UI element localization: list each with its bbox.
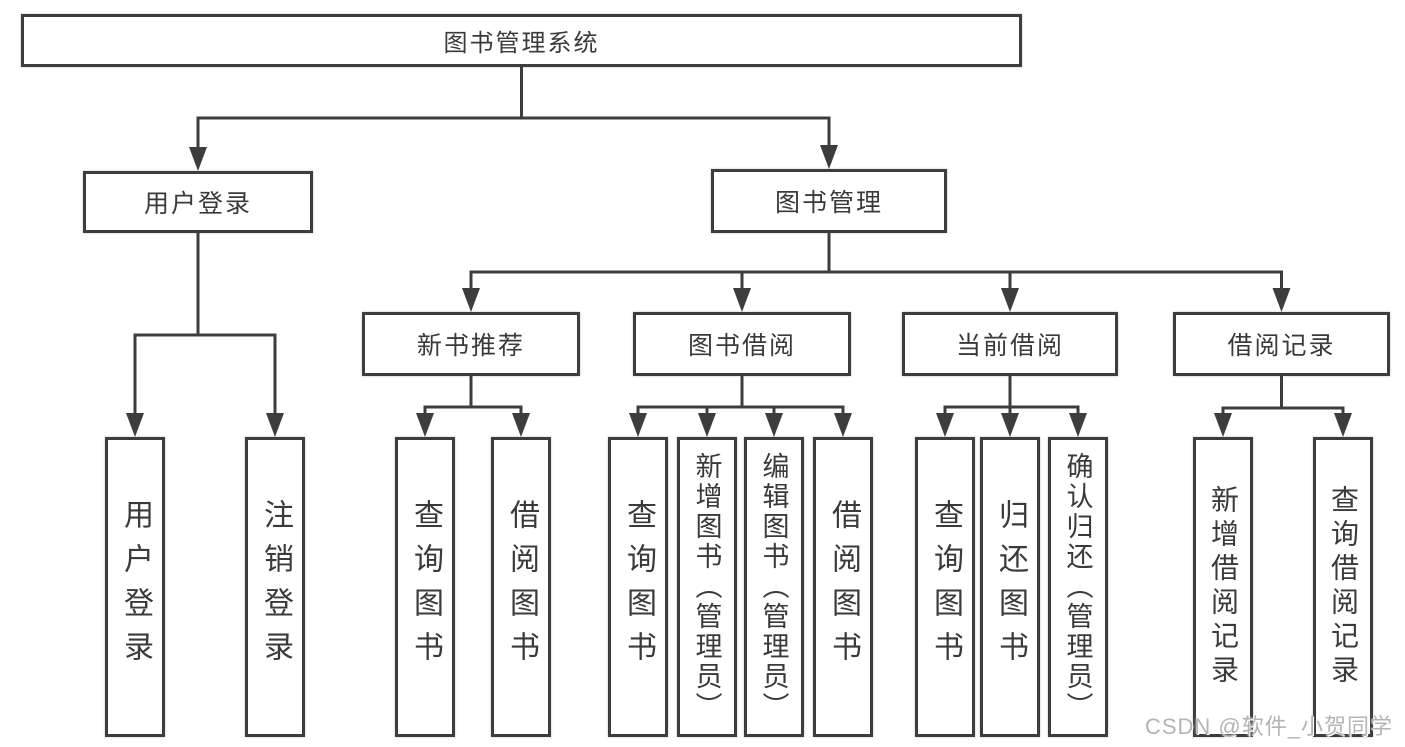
node-bb-borrow: 借阅图书 [813,437,873,737]
node-user-login: 用户登录 [83,171,313,233]
node-label-root: 图书管理系统 [443,30,600,57]
node-book-mgmt: 图书管理 [711,169,947,233]
watermark: CSDN @软件_小贺同学 [1144,714,1393,739]
node-label-nb-query: 查询图书 [409,499,442,675]
node-bb-add: 新增图书（管理员） [677,437,737,737]
arrowhead-icon [1001,413,1019,437]
arrowhead-icon [1069,413,1087,437]
node-label-cb-query: 查询图书 [929,499,962,675]
arrowhead-icon [512,413,530,437]
node-label-ul-logout: 注销登录 [259,499,292,675]
node-label-current-borrow: 当前借阅 [955,332,1064,360]
node-label-book-mgmt: 图书管理 [774,189,883,217]
arrowhead-icon [936,413,954,437]
node-root: 图书管理系统 [21,14,1022,67]
node-label-br-add: 新增借阅记录 [1208,485,1239,689]
node-br-add: 新增借阅记录 [1193,437,1253,737]
node-cb-return: 归还图书 [980,437,1040,737]
arrowhead-icon [629,413,647,437]
arrowhead-icon [266,413,284,437]
arrowhead-icon [698,413,716,437]
node-label-nb-borrow: 借阅图书 [505,499,538,675]
arrowhead-icon [126,413,144,437]
arrowhead-icon [462,288,480,312]
arrowhead-icon [765,413,783,437]
node-cb-confirm: 确认归还（管理员） [1048,437,1108,737]
arrowhead-icon [416,413,434,437]
node-label-new-book-rec: 新书推荐 [416,332,525,360]
arrowhead-icon [1334,413,1352,437]
arrowhead-icon [1001,288,1019,312]
node-label-br-query: 查询借阅记录 [1328,485,1359,689]
arrowhead-icon [820,145,838,169]
node-label-bb-add: 新增图书（管理员） [691,452,722,722]
arrowhead-icon [1214,413,1232,437]
node-bb-edit: 编辑图书（管理员） [744,437,804,737]
node-label-bb-borrow: 借阅图书 [827,499,860,675]
node-nb-query: 查询图书 [395,437,455,737]
arrowhead-icon [834,413,852,437]
node-label-user-login: 用户登录 [143,190,252,218]
node-book-borrow: 图书借阅 [633,312,851,376]
node-current-borrow: 当前借阅 [902,312,1118,376]
node-br-query: 查询借阅记录 [1313,437,1373,737]
node-label-cb-confirm: 确认归还（管理员） [1062,452,1093,722]
node-new-book-rec: 新书推荐 [362,312,580,376]
node-label-cb-return: 归还图书 [994,499,1027,675]
node-ul-logout: 注销登录 [245,437,305,737]
arrowhead-icon [1272,288,1291,312]
node-label-ul-login: 用户登录 [119,499,152,675]
node-cb-query: 查询图书 [915,437,975,737]
arrowhead-icon [189,147,207,171]
node-borrow-records: 借阅记录 [1173,312,1390,376]
node-label-book-borrow: 图书借阅 [687,332,796,360]
node-label-bb-edit: 编辑图书（管理员） [758,452,789,722]
node-ul-login: 用户登录 [105,437,165,737]
arrowhead-icon [733,288,751,312]
node-label-borrow-records: 借阅记录 [1227,332,1336,360]
node-label-bb-query: 查询图书 [622,499,655,675]
node-bb-query: 查询图书 [608,437,668,737]
node-nb-borrow: 借阅图书 [491,437,551,737]
